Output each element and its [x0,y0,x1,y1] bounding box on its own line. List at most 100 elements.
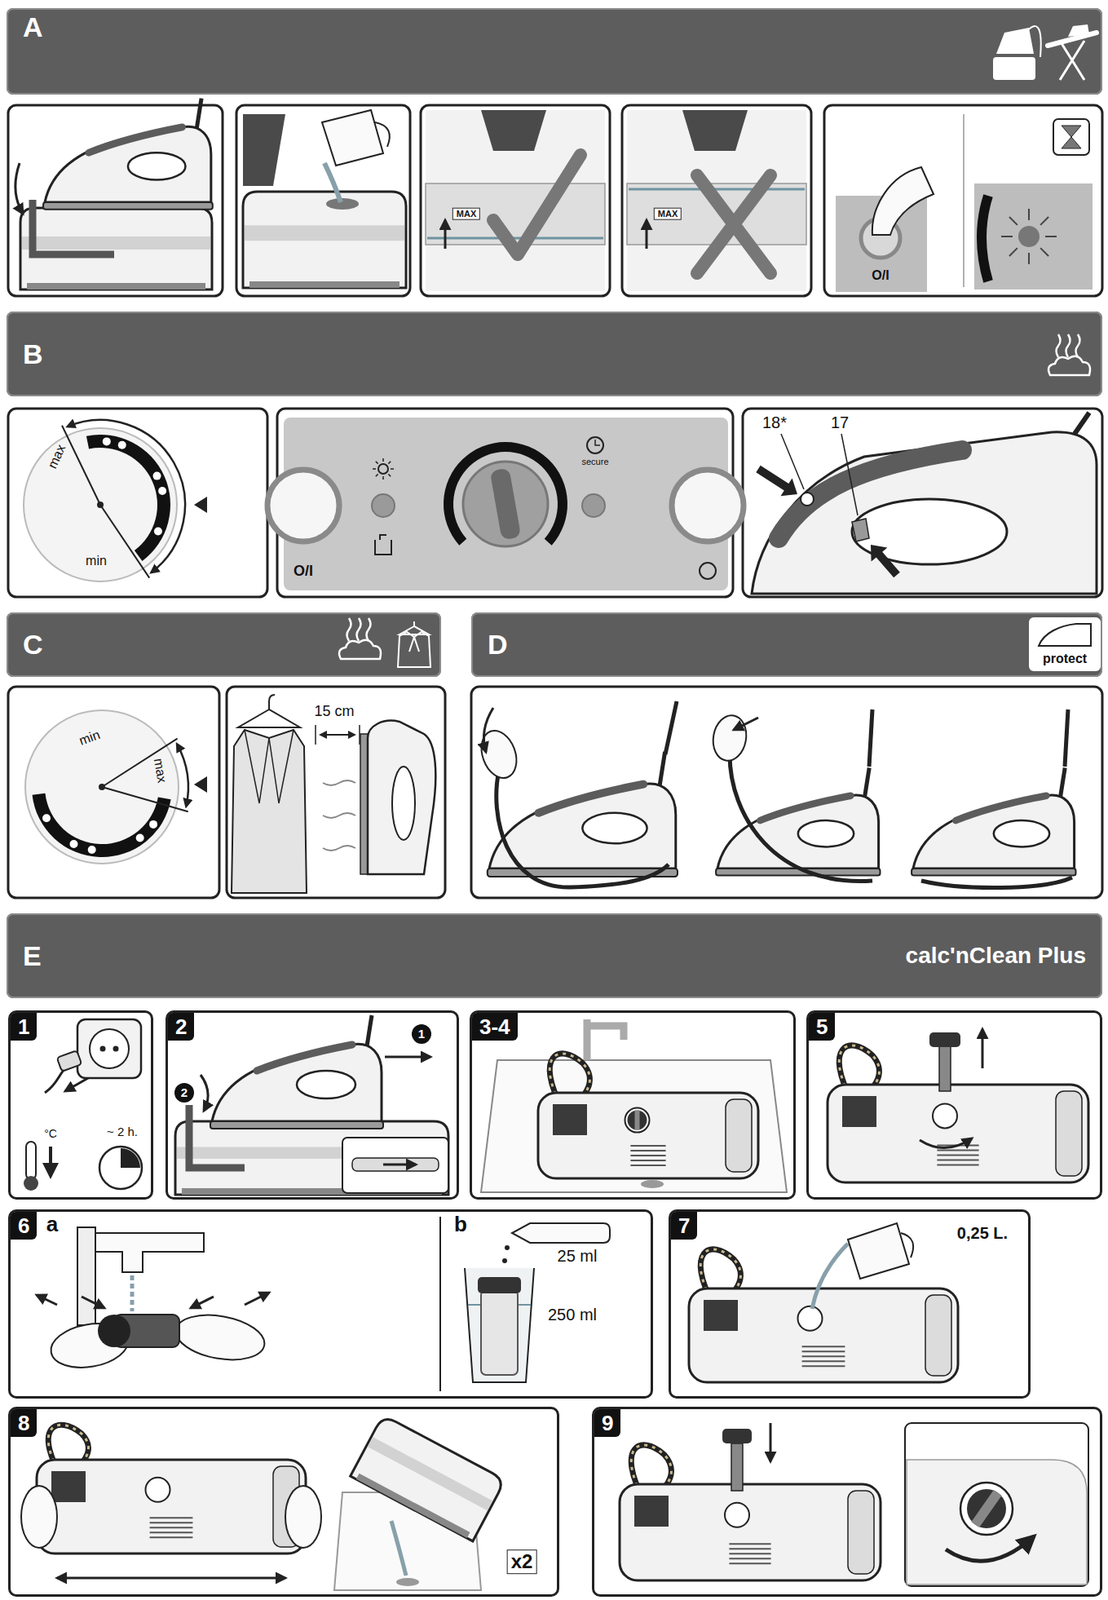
step-number: 8 [10,1408,37,1437]
cord [869,709,873,767]
vent-slot [802,1359,846,1362]
section-band: Ecalc'nClean Plus [6,913,1103,998]
band-icons [6,8,1103,95]
cord [665,701,677,755]
steam-station [175,1121,449,1195]
jug [322,110,384,166]
light-ray [1028,252,1030,265]
section-letter: B [22,338,44,371]
water-stream [324,163,341,203]
panel-frame [420,105,610,296]
underside-body [827,1084,1089,1183]
lock-lever [32,199,115,255]
vent-slot [728,1557,771,1559]
sun-ray [388,473,391,477]
iron-icon [996,27,1034,54]
panel-frame [824,105,1103,296]
station-body [175,1121,449,1195]
iron-nose [481,110,547,151]
water-level [427,237,604,240]
thermometer [26,1141,36,1179]
underside-body [688,1288,958,1382]
station-body [242,191,407,288]
vent-slot [150,1521,194,1523]
band-icon-group [993,24,1097,80]
iron-figure [715,768,880,876]
sink [481,1059,787,1192]
drop [502,1258,508,1263]
station-body [20,207,212,290]
section-letter: A [22,11,44,44]
vent-slot [150,1516,194,1519]
cord [1064,709,1069,767]
station-feet [249,281,400,288]
station-feet [356,1473,471,1538]
quantity: 250 ml [547,1305,597,1325]
iron-figure [210,1015,384,1129]
sub-step-number: 1 [411,1024,432,1044]
light-ray [1045,235,1057,238]
drain-cap-grip [971,1489,1002,1528]
water-stream [812,1243,848,1309]
sun-ray [375,461,379,464]
pointer-triangle [194,776,208,793]
dial-line [101,738,178,787]
underside-corner [906,1459,1087,1585]
arrow [483,707,494,752]
iron-body [211,1043,382,1122]
drain [640,1179,664,1188]
section-title: calc'nClean Plus [905,942,1086,969]
arrow [65,1077,89,1091]
dial-center [97,501,104,508]
section-band: A [6,8,1103,95]
clock-wedge [120,1147,141,1168]
step-panel: 6 [8,1209,654,1399]
divider [962,114,965,287]
dial-dot [158,486,167,495]
icon-label: protect [1042,651,1087,667]
dial-face [23,428,177,582]
cord-bay [842,1095,877,1127]
unit-label: °C [44,1126,58,1140]
sun-ray [390,467,394,470]
iron-handle-hole [798,820,854,847]
dial-face [25,710,179,864]
vent-slot [150,1536,194,1538]
control-panel [283,417,729,591]
repeat-count: x2 [507,1549,538,1574]
arrow [645,220,649,249]
callout-number: 17 [830,413,849,433]
cord [496,770,669,888]
vent-slot [936,1148,979,1151]
socket-face [89,1028,129,1069]
iron-handle-hole [296,1070,356,1099]
pointer-triangle [194,496,208,513]
steam-icon [339,618,381,659]
level-mark: MAX [653,207,682,221]
jacket [397,631,431,667]
panel-button [267,469,340,542]
steam-cloud [339,640,381,659]
section-band: B [6,311,1103,397]
dial-label: min [85,553,107,569]
block-arrow [870,544,901,578]
arrow [383,1163,416,1166]
iron-trim [256,1044,353,1071]
section-letter: C [22,628,44,661]
dial-dot [118,441,127,450]
station-band [22,236,211,250]
cord-bay [552,1103,588,1135]
protect-icon-box [1028,617,1101,671]
iron-cord [659,751,666,786]
light-ray [1028,208,1030,221]
iron-soleplate [360,733,368,875]
drain-hole [932,1103,958,1128]
band-icons [6,311,1103,397]
arrow [733,717,759,730]
steam-icon [1048,334,1091,376]
arrow [769,1422,773,1462]
callout-number: 18* [762,413,787,433]
drain-hole [798,1306,823,1331]
vent-slot [802,1364,846,1367]
band-icon-group [1048,334,1091,376]
